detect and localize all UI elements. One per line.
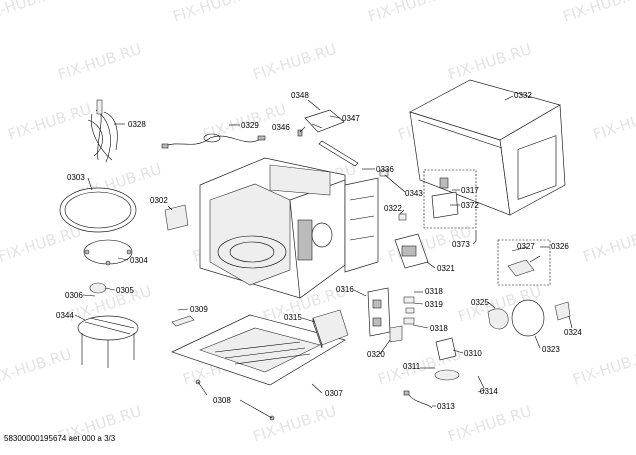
part-magnetron: [423, 169, 477, 229]
label-0320: 0320: [367, 350, 385, 359]
label-0348: 0348: [291, 91, 309, 100]
part-fan-motor: [487, 299, 571, 337]
label-0311: 0311: [403, 362, 421, 371]
watermark-text: FIX-HUB.RU: [0, 222, 84, 266]
watermark-text: FIX-HUB.RU: [0, 0, 64, 26]
label-0303: 0303: [67, 173, 85, 182]
watermark-text: FIX-HUB.RU: [591, 100, 636, 144]
part-turntable-glass: [59, 187, 137, 233]
label-0326: 0326: [551, 242, 569, 251]
part-number-labels: 0328 0329 0348 0347 0346 0332 0336 0343 …: [56, 91, 582, 411]
part-grill-rack: [77, 315, 139, 368]
label-0309: 0309: [190, 305, 208, 314]
label-0321: 0321: [437, 264, 455, 273]
part-outer-casing: [409, 79, 566, 216]
watermark-text: FIX-HUB.RU: [571, 345, 636, 389]
label-0308: 0308: [213, 396, 231, 405]
label-0327: 0327: [517, 242, 535, 251]
part-base-plate: [171, 314, 346, 421]
part-hv-capacitor: [312, 309, 349, 349]
watermark-text: FIX-HUB.RU: [561, 0, 636, 26]
label-0314: 0314: [480, 387, 498, 396]
part-clip: [171, 315, 195, 327]
watermark-text: FIX-HUB.RU: [56, 40, 144, 84]
part-cover-plate: [164, 204, 189, 231]
part-main-cavity: [199, 157, 379, 299]
label-0347: 0347: [342, 114, 360, 123]
label-0304: 0304: [130, 256, 148, 265]
watermark-text: FIX-HUB.RU: [0, 345, 74, 389]
label-0313: 0313: [437, 402, 455, 411]
watermark-text: FIX-HUB.RU: [581, 222, 636, 266]
label-0318-upper: 0318: [425, 287, 443, 296]
label-0302: 0302: [150, 196, 168, 205]
label-0322: 0322: [384, 204, 402, 213]
part-thermal-fuse: [403, 375, 485, 409]
label-0319: 0319: [425, 300, 443, 309]
part-fuse-holder: [434, 337, 460, 381]
label-0307: 0307: [325, 389, 343, 398]
label-0318-lower: 0318: [430, 324, 448, 333]
part-coupler: [89, 282, 107, 294]
label-0332: 0332: [514, 91, 532, 100]
label-0316: 0316: [336, 285, 354, 294]
part-roller-ring: [83, 239, 133, 266]
label-0328: 0328: [128, 120, 146, 129]
part-microswitches: [403, 296, 415, 325]
watermark-text: FIX-HUB.RU: [251, 402, 339, 446]
part-small-fittings: [379, 169, 407, 221]
watermark-text: FIX-HUB.RU: [446, 40, 534, 84]
label-0317: 0317: [461, 186, 479, 195]
part-cable-ties: [87, 99, 118, 163]
part-bracket: [297, 109, 359, 167]
part-transformer: [394, 233, 429, 269]
label-0372: 0372: [461, 201, 479, 210]
part-wire-harness: [161, 133, 266, 149]
watermark-text: FIX-HUB.RU: [251, 40, 339, 84]
label-0324: 0324: [564, 328, 582, 337]
part-latch: [389, 325, 403, 343]
label-0346: 0346: [272, 123, 290, 132]
label-0315: 0315: [284, 313, 302, 322]
label-0325: 0325: [471, 298, 489, 307]
label-0329: 0329: [241, 121, 259, 130]
watermark-text: FIX-HUB.RU: [6, 100, 94, 144]
part-sensor: [497, 239, 551, 286]
part-switch-holder: [367, 287, 391, 337]
label-0306: 0306: [65, 291, 83, 300]
label-0344: 0344: [56, 311, 74, 320]
label-0373: 0373: [452, 240, 470, 249]
watermark-text: FIX-HUB.RU: [446, 402, 534, 446]
label-0310: 0310: [464, 349, 482, 358]
label-0343: 0343: [405, 189, 423, 198]
leader-lines: [74, 95, 573, 419]
watermark-text: FIX-HUB.RU: [366, 0, 454, 26]
label-0323: 0323: [542, 345, 560, 354]
watermark-text: FIX-HUB.RU: [171, 0, 259, 26]
document-footer: 58300000195674 aet 000 a 3/3: [4, 434, 116, 443]
label-0336: 0336: [376, 165, 394, 174]
label-0305: 0305: [116, 286, 134, 295]
